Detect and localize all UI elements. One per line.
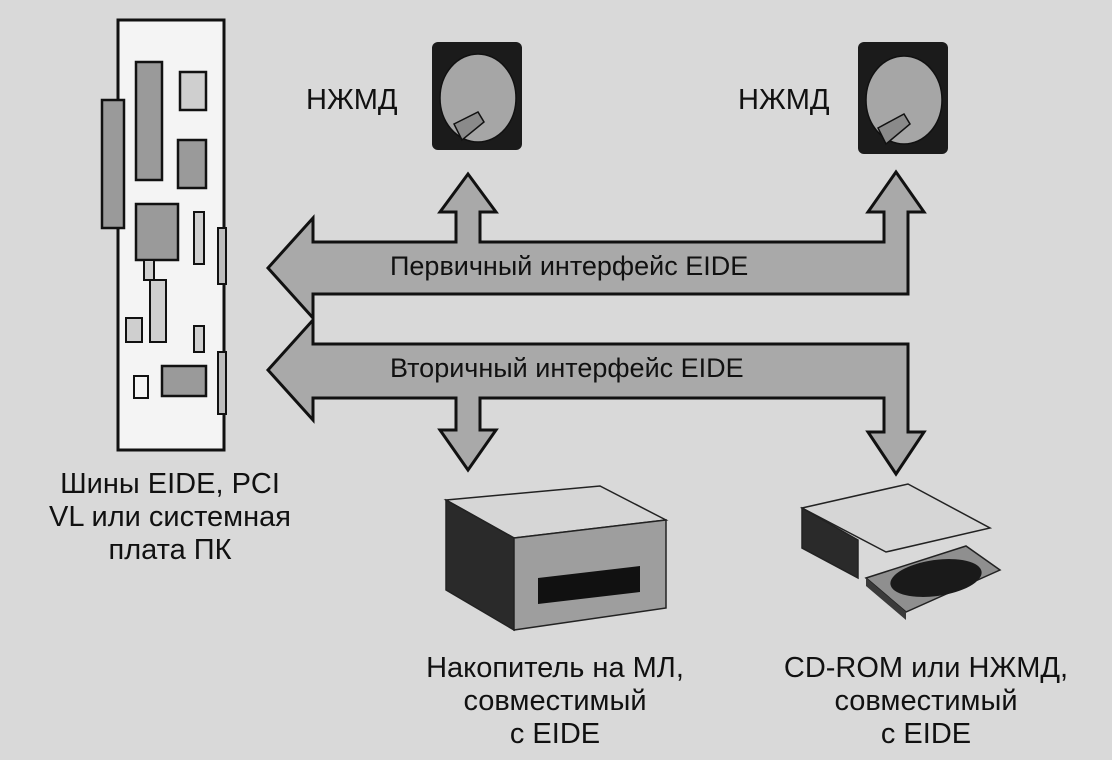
primary-bus-label: Первичный интерфейс EIDE xyxy=(390,251,749,281)
hdd-left-label: НЖМД xyxy=(306,84,398,116)
board-caption-line-2: VL или системная xyxy=(49,501,291,533)
hdd-left-icon xyxy=(432,42,522,150)
tape-drive-icon xyxy=(443,485,669,632)
secondary-bus-label: Вторичный интерфейс EIDE xyxy=(390,353,744,383)
tape-drive-caption-line-3: с EIDE xyxy=(509,718,601,750)
hdd-right-label: НЖМД xyxy=(738,84,830,116)
hdd-right-icon xyxy=(858,42,948,154)
secondary-bus-arrow xyxy=(265,316,927,477)
cdrom-drive-caption-line-3: с EIDE xyxy=(880,718,972,750)
tape-drive-caption: Накопитель на МЛ, совместимый с EIDE xyxy=(400,652,710,751)
cdrom-drive-caption-line-2: совместимый xyxy=(834,685,1018,717)
cdrom-drive-caption: CD-ROM или НЖМД, совместимый с EIDE xyxy=(756,652,1096,751)
primary-bus-arrow xyxy=(265,169,927,322)
tape-drive-caption-line-2: совместимый xyxy=(463,685,647,717)
cdrom-drive-caption-line-1: CD-ROM или НЖМД, xyxy=(783,652,1069,684)
board-caption: Шины EIDE, PCI VL или системная плата ПК xyxy=(30,468,310,567)
cdrom-drive-icon xyxy=(799,483,1002,620)
motherboard-icon xyxy=(100,18,227,452)
board-caption-line-3: плата ПК xyxy=(108,534,232,566)
board-caption-line-1: Шины EIDE, PCI xyxy=(60,468,280,500)
tape-drive-caption-line-1: Накопитель на МЛ, xyxy=(426,652,684,684)
